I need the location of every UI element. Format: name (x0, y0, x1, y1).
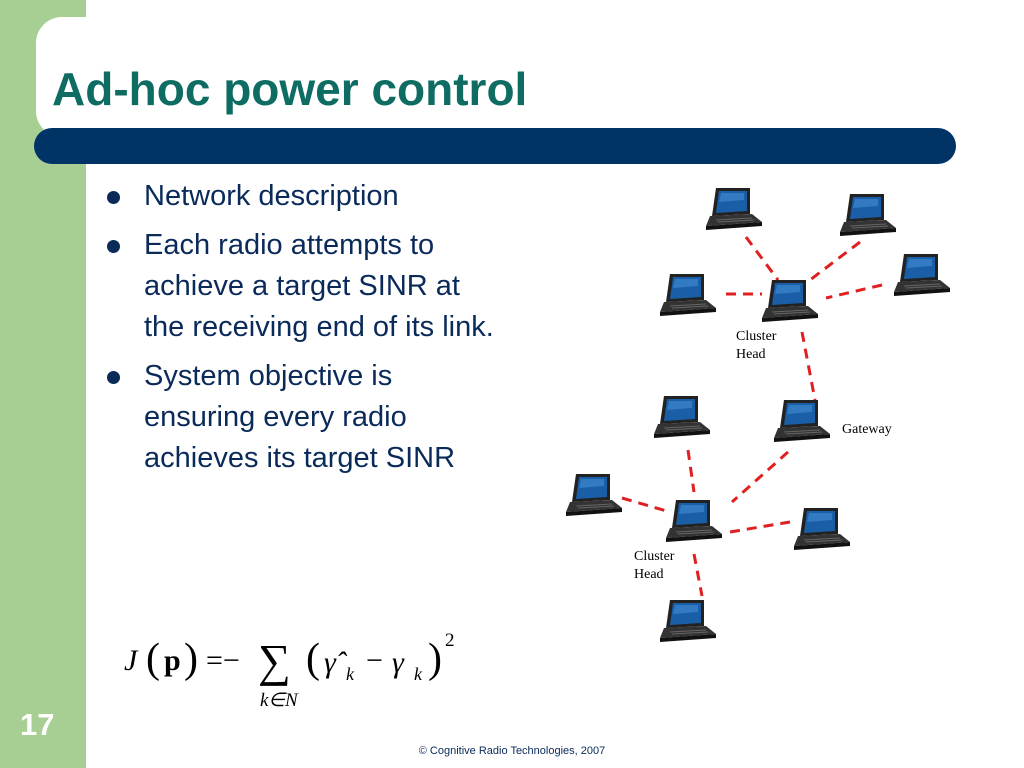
slide-number: 17 (20, 707, 55, 742)
cluster-head-label: Head (736, 347, 766, 362)
bullet-dot-icon (107, 371, 120, 384)
svg-text:(: ( (306, 636, 320, 682)
bullet-text: System objective is ensuring every radio… (144, 360, 456, 474)
formula-sum: ∑ (258, 635, 291, 686)
copyright-footer: © Cognitive Radio Technologies, 2007 (418, 745, 606, 757)
formula-sum-sub: k∈N (260, 690, 299, 711)
gateway-label: Gateway (842, 422, 892, 437)
title-underline-bar (34, 128, 956, 164)
bullet-text: Network description (144, 180, 399, 212)
svg-text:): ) (428, 636, 442, 682)
cluster-head-label: Cluster (736, 329, 777, 344)
gateway-laptop-icon (773, 399, 831, 443)
cluster-head-laptop-icon (665, 499, 723, 543)
formula-sub-k2: k (414, 664, 423, 684)
laptop-icon (705, 187, 763, 231)
formula-equals: =− (206, 644, 240, 677)
bullet-item: Network description (104, 176, 504, 217)
network-diagram: Cluster Head Gateway Cluster Head (565, 187, 951, 643)
formula-minus: − (366, 644, 383, 677)
bullet-dot-icon (107, 240, 120, 253)
formula-p: p (164, 644, 181, 677)
bullet-dot-icon (107, 191, 120, 204)
formula-sub-k1: k (346, 664, 355, 684)
laptop-icon (659, 599, 717, 643)
laptop-icon (893, 253, 951, 297)
link-lines (621, 236, 883, 597)
laptop-icon (839, 193, 897, 237)
objective-formula: J ( p ) =− ∑ k∈N ( γ̂ k − γ k ) 2 (124, 630, 455, 711)
formula-j: J (124, 644, 139, 677)
formula-power: 2 (445, 630, 455, 651)
bullet-item: Each radio attempts to achieve a target … (104, 225, 504, 348)
laptop-icon (659, 273, 717, 317)
formula-gamma: γ (392, 646, 405, 679)
svg-text:(: ( (146, 636, 160, 682)
bullet-list: Network description Each radio attempts … (104, 176, 504, 487)
slide-title: Ad-hoc power control (52, 63, 528, 115)
title-background (36, 17, 936, 137)
formula-hat-gamma: γ̂ (324, 646, 348, 679)
bullet-text: Each radio attempts to achieve a target … (144, 229, 494, 343)
svg-text:): ) (184, 636, 198, 682)
laptop-icon (653, 395, 711, 439)
bullet-item: System objective is ensuring every radio… (104, 356, 504, 479)
cluster-head-laptop-icon (761, 279, 819, 323)
laptop-icon (793, 507, 851, 551)
cluster-head-label: Cluster (634, 549, 675, 564)
cluster-head-label: Head (634, 567, 664, 582)
laptop-icon (565, 473, 623, 517)
